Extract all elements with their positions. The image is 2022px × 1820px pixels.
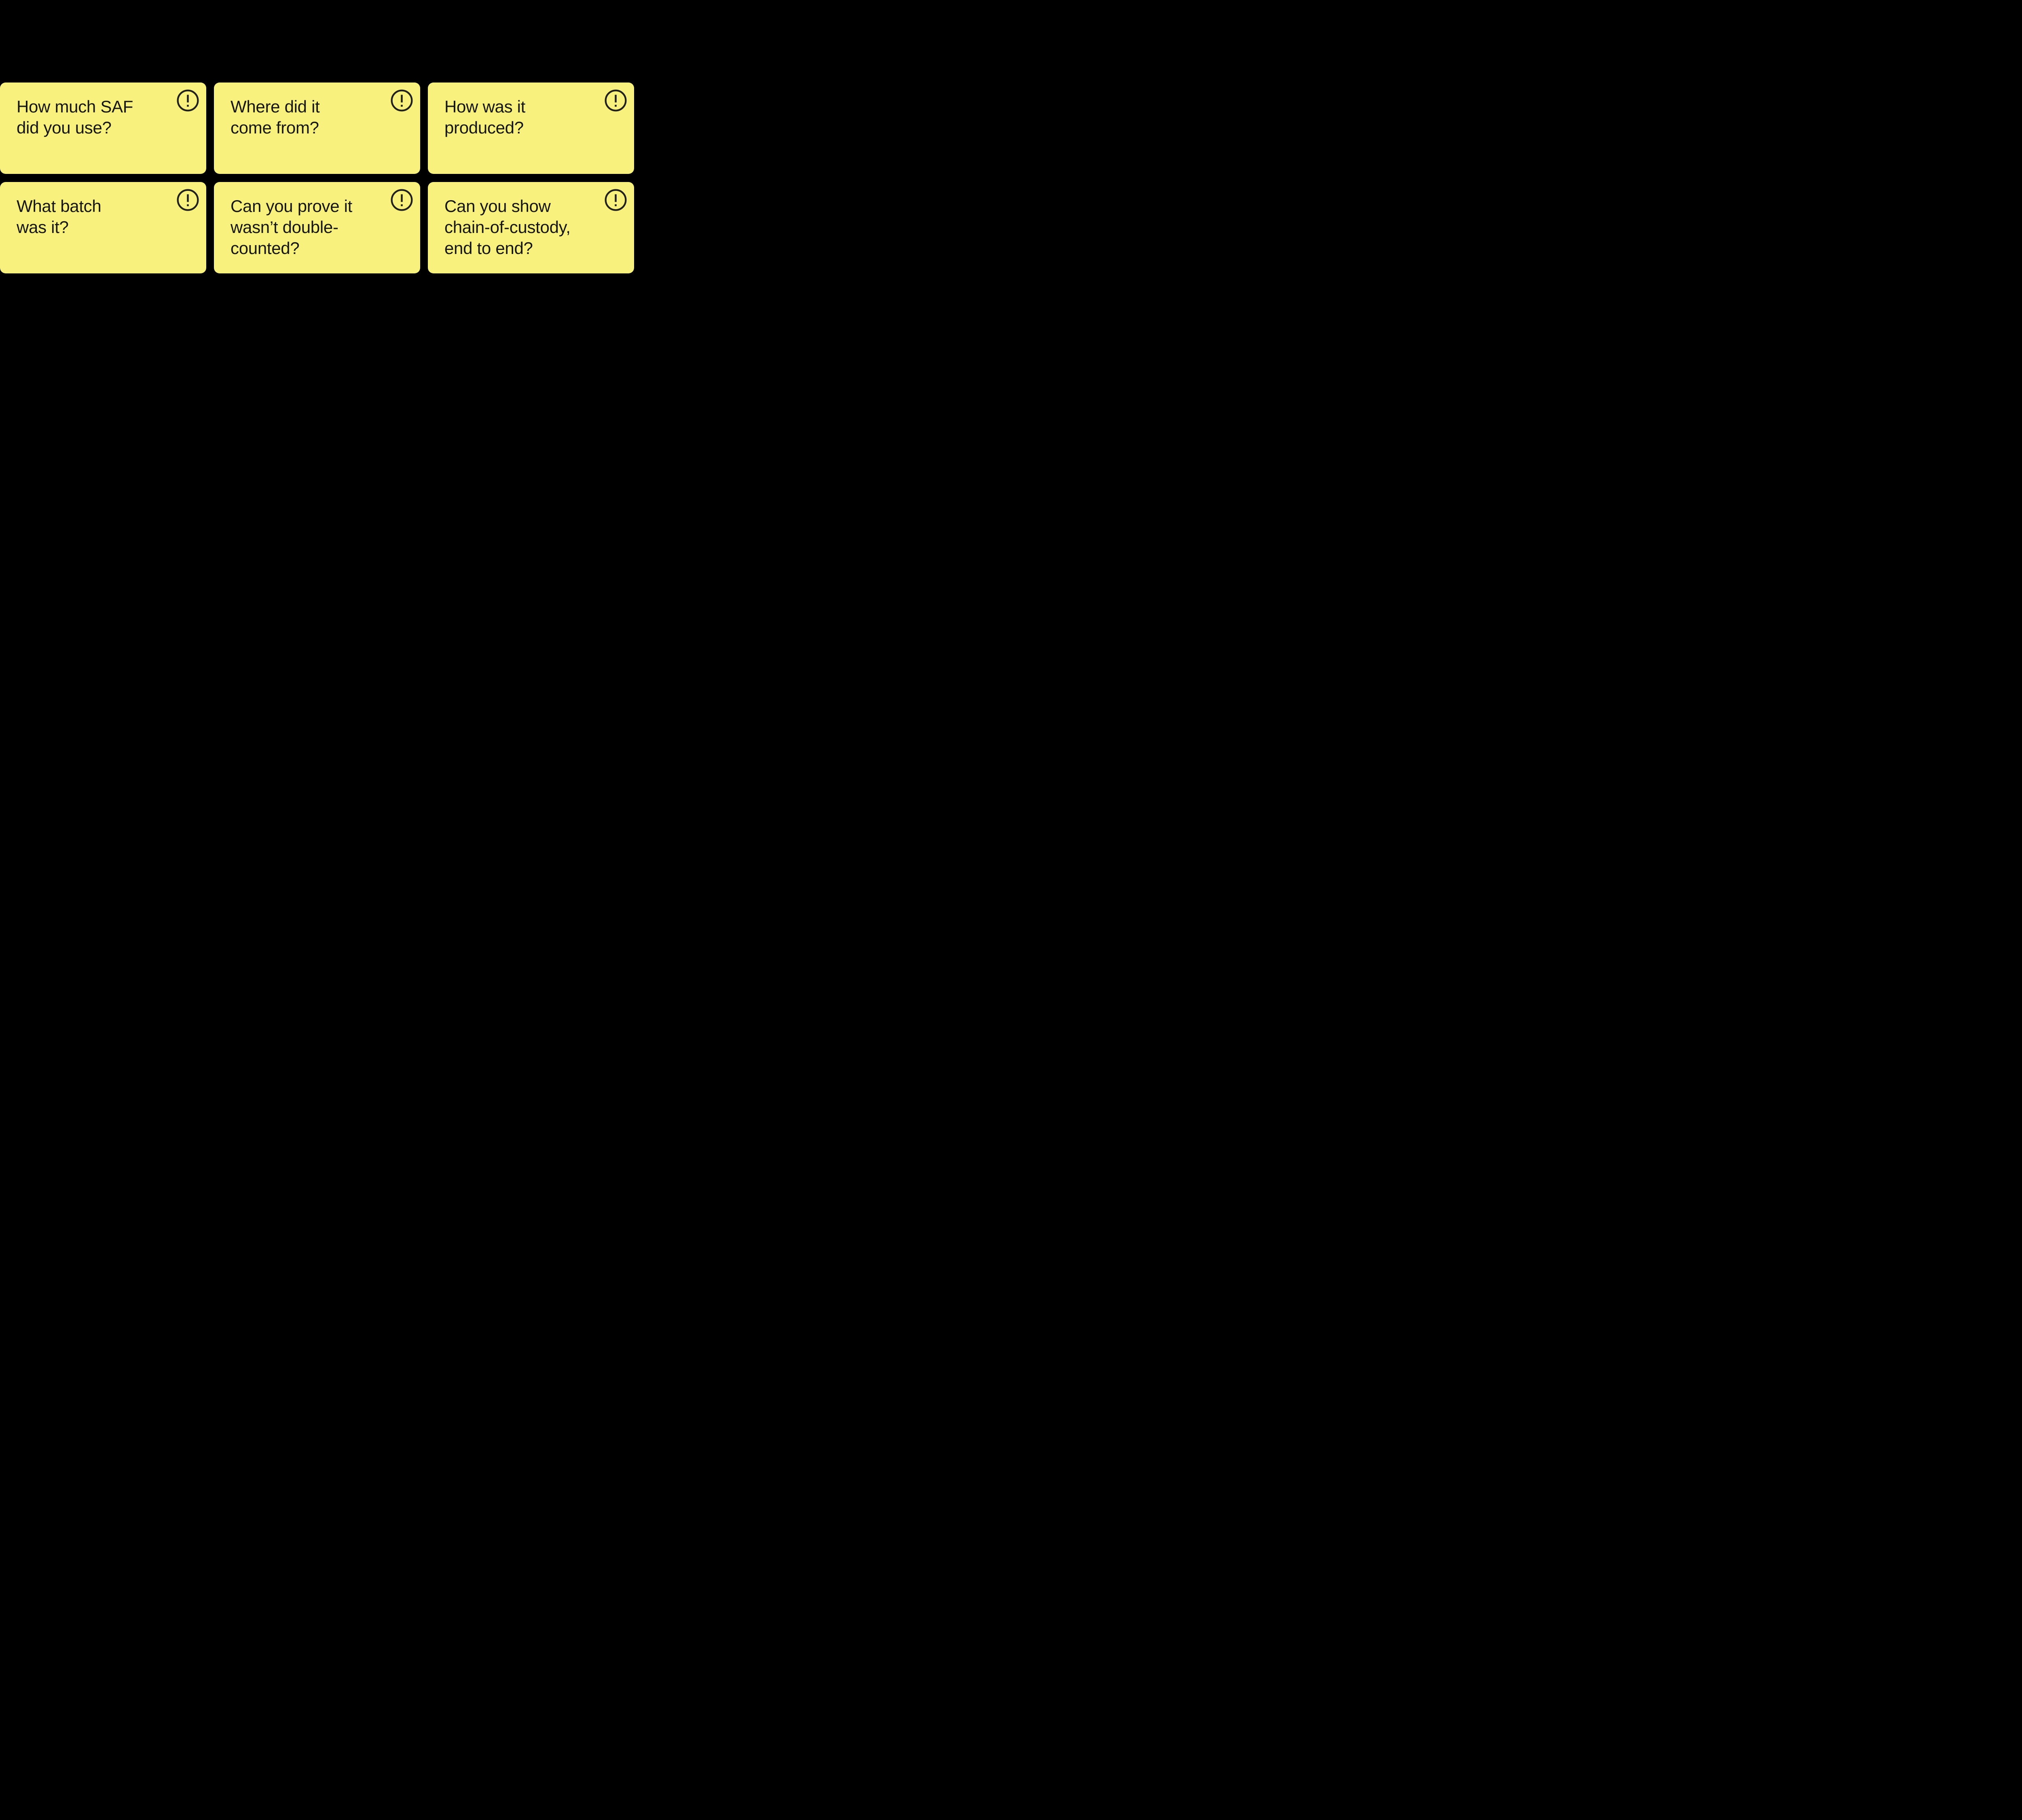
question-text: Can you show chain-of-custody, end to en… [444, 197, 571, 258]
question-card-what-batch: What batch was it? [0, 182, 206, 273]
question-card-how-much-saf: How much SAF did you use? [0, 83, 206, 174]
alert-circle-icon [177, 89, 199, 112]
question-text: What batch was it? [17, 197, 102, 237]
question-card-double-counted: Can you prove it wasn’t double- counted? [214, 182, 420, 273]
slide-canvas: { "colors":{ "background":"#000000", "ca… [0, 0, 634, 357]
question-text: Can you prove it wasn’t double- counted? [231, 197, 353, 258]
question-card-where-from: Where did it come from? [214, 83, 420, 174]
question-card-grid: How much SAF did you use? Where did it c… [0, 83, 634, 273]
alert-circle-icon [177, 189, 199, 211]
question-text: How was it produced? [444, 97, 526, 137]
question-text: How much SAF did you use? [17, 97, 133, 137]
question-card-how-produced: How was it produced? [428, 83, 634, 174]
alert-circle-icon [391, 89, 413, 112]
alert-circle-icon [605, 189, 627, 211]
question-card-chain-of-custody: Can you show chain-of-custody, end to en… [428, 182, 634, 273]
question-text: Where did it come from? [231, 97, 320, 137]
alert-circle-icon [391, 189, 413, 211]
alert-circle-icon [605, 89, 627, 112]
